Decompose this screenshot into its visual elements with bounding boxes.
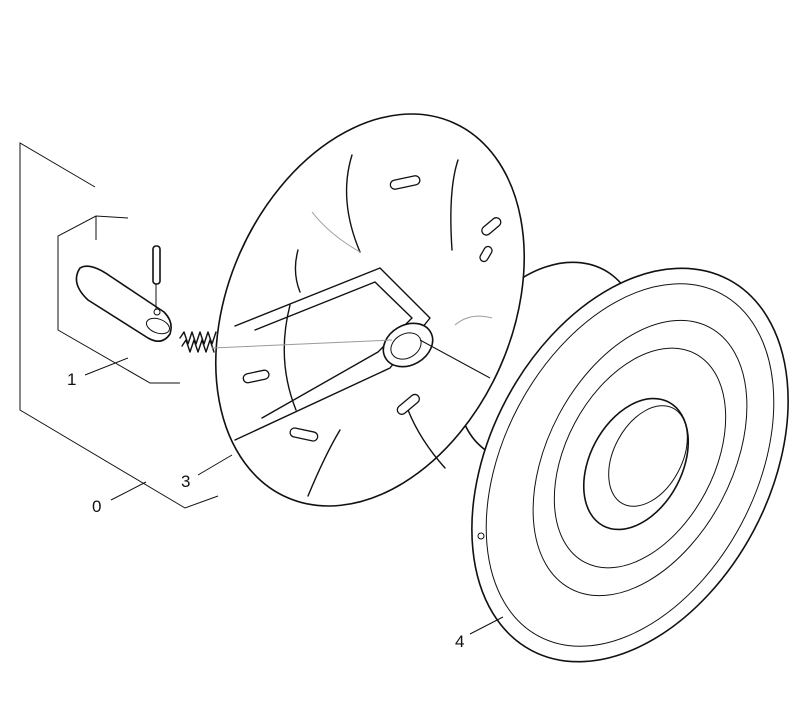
- callout-label-1: 1: [67, 370, 76, 389]
- assembly-bracket-outline: [57, 215, 180, 384]
- cover-disc-part-3: [214, 113, 526, 507]
- leader-lines: [84, 339, 504, 635]
- callout-label-3: 3: [181, 472, 190, 491]
- callout-label-4: 4: [455, 632, 464, 651]
- kit-bracket-outline: [19, 142, 219, 509]
- latch-assembly-part-1: [75, 245, 393, 353]
- drum-hub-part-4: [457, 261, 789, 663]
- callout-label-0: 0: [92, 497, 101, 516]
